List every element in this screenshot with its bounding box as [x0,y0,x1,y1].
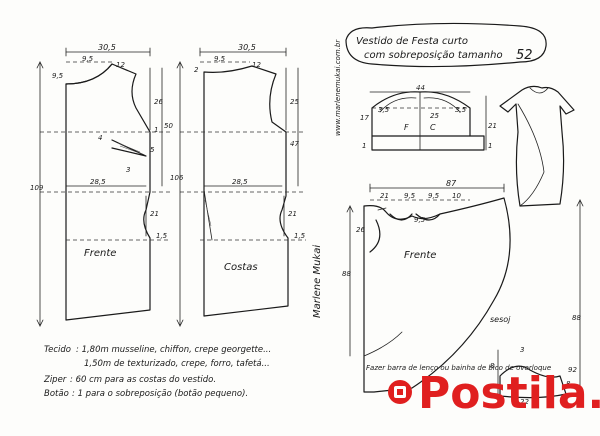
fabric-label: Tecido [44,345,71,355]
front-shoulder: 12 [116,61,125,69]
sleeve-pattern: 44 17 3,5 3,5 25 F C 21 1 1 [360,84,497,151]
back-hip-width: 28,5 [232,178,248,186]
material-notes: Tecido : 1,80m musseline, chiffon, crepe… [43,345,271,399]
drape-left-height: 88 [342,270,351,278]
front-dart-b: 5 [150,146,155,154]
back-bust-line: 47 [290,140,299,148]
front-dart-width: 4 [98,134,102,142]
back-width-top: 30,5 [238,43,256,52]
drape-small1: 8 [490,362,495,370]
drape-small3: 92 [568,366,577,374]
front-bodice: 30,5 9,5 12 4 3 5 1 26 50 9,5 28,5 21 [30,43,173,327]
drape-hidden-label: sesoj [490,315,511,324]
watermark-text: Postila.ru [418,368,600,419]
drape-seg4: 10 [452,192,461,200]
front-width-top: 30,5 [98,43,116,52]
drape-total: 87 [446,179,457,188]
zipper-text: : 60 cm para as costas do vestido. [70,375,216,385]
front-side-in: 1 [154,126,158,134]
drape-right-height: 88 [572,314,581,322]
back-hip-depth: 21 [288,210,297,218]
sleeve-edge-left: 1 [362,142,366,150]
drape-neck-depth: 26 [356,226,365,234]
watermark: Postila.ru [388,368,600,419]
drape-seg1: 21 [380,192,389,200]
front-armhole-depth: 26 [154,98,163,106]
front-hip-width: 28,5 [90,178,106,186]
drape-small4: 8 [566,380,571,388]
back-shoulder: 12 [252,61,261,69]
website-label: www.marlenemukai.com.br [334,39,342,136]
dress-sketch [499,85,575,207]
fabric-line2: 1,50m de texturizado, crepe, forro, tafe… [84,359,270,369]
front-bodice-label: Frente [84,248,116,259]
button-text: : 1 para o sobreposição (botão pequeno). [72,389,248,399]
drape-label: Frente [404,250,436,261]
back-bodice: 30,5 9,5 12 2 25 47 28,5 21 1,5 106 Cost… [170,43,306,327]
title-size: 52 [516,48,533,63]
front-hip-depth: 21 [150,210,159,218]
back-neck-width: 9,5 [214,55,226,63]
sleeve-piece-b: C [430,123,436,132]
drape-small2: 3 [520,346,524,354]
title-line2: com sobreposição tamanho [364,50,503,61]
sleeve-cap-left: 3,5 [378,106,390,114]
drape-seg3: 9,5 [428,192,440,200]
button-label: Botão [44,389,69,399]
front-dart-a: 3 [126,166,130,174]
drape-hem-note: Fazer barra de lenço ou bainha de bico d… [366,364,551,372]
back-hem-offset: 1,5 [294,232,306,240]
fabric-line1: : 1,80m musseline, chiffon, crepe george… [76,345,271,355]
title-block: Vestido de Festa curto com sobreposição … [345,22,547,68]
back-armhole-depth: 25 [290,98,299,106]
back-length: 106 [170,174,184,182]
front-length: 109 [30,184,44,192]
front-hem-offset: 1,5 [156,232,168,240]
drape-seg2: 9,5 [404,192,416,200]
zipper-label: Ziper [43,375,67,385]
sleeve-piece-a: F [404,123,409,132]
back-neck-depth: 2 [194,66,199,74]
drape-fold: 22 [520,398,529,406]
front-bust-line: 50 [164,122,173,130]
sleeve-height: 21 [488,122,497,130]
title-line1: Vestido de Festa curto [356,36,468,47]
drape-bottom-arc: 9,5 [414,216,426,224]
front-neck-depth: 9,5 [52,72,64,80]
signature-label: Marlene Mukai [312,245,323,318]
watermark-logo-icon [388,380,412,404]
drape-pattern: 87 21 9,5 9,5 10 9,5 26 88 88 Frente ses… [342,179,584,406]
front-neck-width: 9,5 [82,55,94,63]
sleeve-cap: 17 [360,114,369,122]
sleeve-cap-right: 3,5 [455,106,467,114]
sleeve-cap-arc: 25 [430,112,439,120]
sleeve-width: 44 [416,84,425,92]
back-bodice-label: Costas [224,262,258,273]
sleeve-edge-right: 1 [488,142,492,150]
